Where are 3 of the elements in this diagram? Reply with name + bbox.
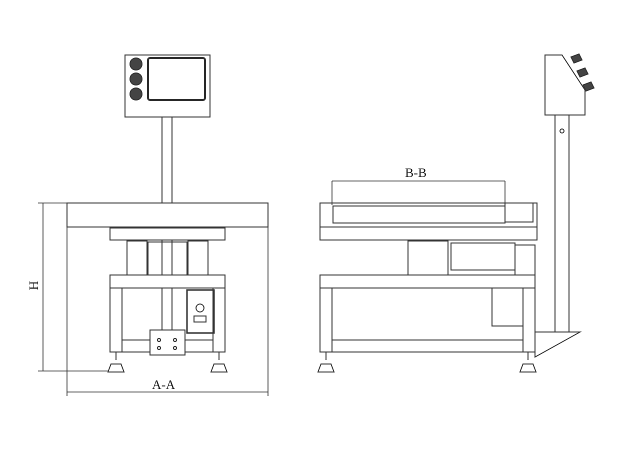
dimension-label: B-B (405, 166, 427, 179)
dimension-label: A-A (152, 378, 176, 391)
dimension-label: H (27, 280, 40, 290)
